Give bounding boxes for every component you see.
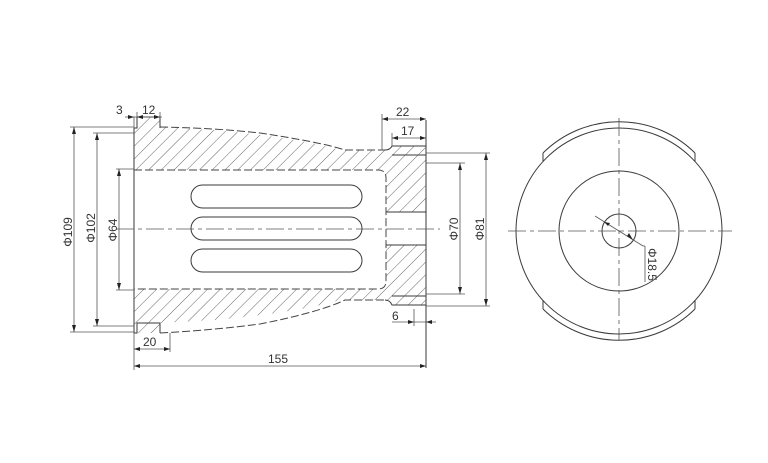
- dim-label-d70: Φ70: [447, 217, 461, 240]
- section-view: Φ109 Φ102 Φ64 3 12: [61, 103, 490, 370]
- outline-bottom-taper: [159, 299, 385, 334]
- dim-155: 155: [133, 352, 426, 370]
- dim-label-22: 22: [396, 105, 410, 119]
- dim-label-d81: Φ81: [473, 217, 487, 240]
- dim-d102: Φ102: [84, 132, 134, 327]
- dim-label-20: 20: [143, 335, 157, 349]
- center-hole: [386, 212, 426, 245]
- dim-label-d109: Φ109: [61, 217, 75, 247]
- dim-d81: Φ81: [426, 152, 490, 307]
- dim-label-6: 6: [392, 309, 399, 323]
- dim-6: 6: [392, 309, 436, 326]
- dim-d18-5: Φ18.5: [594, 215, 659, 282]
- outline-bottom-right: [384, 299, 426, 306]
- dim-20: 20: [133, 333, 171, 352]
- dim-d64: Φ64: [106, 168, 134, 291]
- dim-label-d102: Φ102: [84, 213, 98, 243]
- end-view: Φ18.5: [508, 118, 732, 341]
- dim-3-12: 3 12: [116, 103, 162, 128]
- slot-2: [190, 216, 363, 241]
- dim-label-d64: Φ64: [106, 218, 120, 241]
- dim-17: 17: [391, 124, 426, 146]
- outline-top-taper: [159, 126, 385, 151]
- bore-outline: [134, 169, 387, 290]
- dim-d109: Φ109: [61, 126, 134, 333]
- dim-label-d18-5: Φ18.5: [645, 248, 659, 281]
- dim-label-155: 155: [268, 352, 288, 366]
- dim-label-12: 12: [142, 103, 156, 117]
- bore-cavity: [134, 170, 386, 289]
- outline-bottom: [134, 322, 161, 334]
- slot-1: [190, 184, 363, 209]
- bottom-flat-arc: [542, 301, 696, 341]
- dim-d70: Φ70: [426, 162, 465, 295]
- outline-top-right: [384, 145, 426, 151]
- dim-22: 22: [381, 105, 426, 150]
- dim-label-17: 17: [401, 124, 415, 138]
- slot-3: [190, 248, 363, 273]
- dim-label-3: 3: [116, 103, 123, 117]
